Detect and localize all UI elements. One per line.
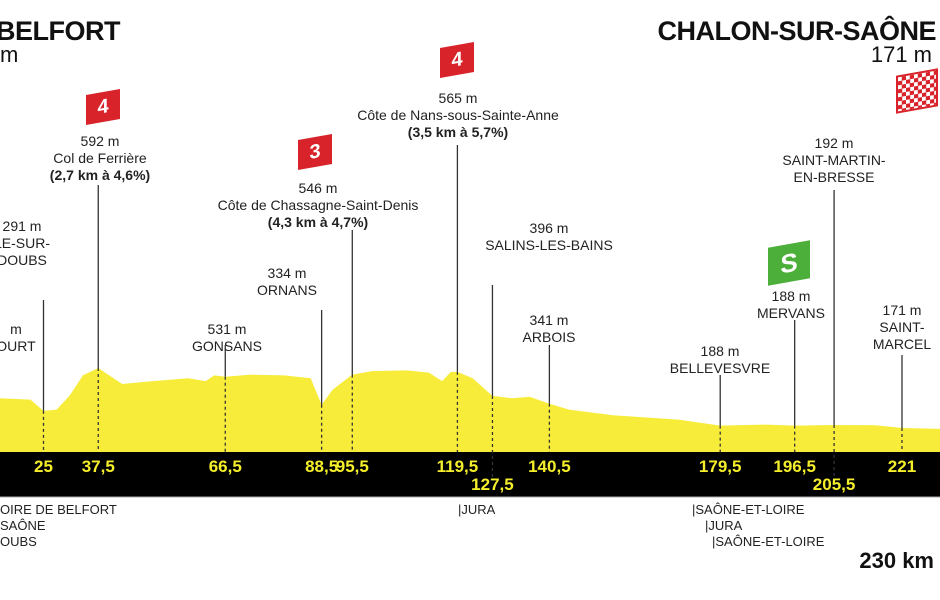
- km-marker: 88,5: [305, 457, 339, 476]
- elevation-area: [0, 368, 940, 452]
- km-marker: 119,5: [436, 457, 479, 476]
- department-label: SAÔNE: [0, 518, 46, 533]
- finish-alt: 171 m: [870, 42, 932, 67]
- department-label: OIRE DE BELFORT: [0, 502, 117, 517]
- department-label: |SAÔNE-ET-LOIRE: [692, 502, 805, 517]
- sprint-icon: S: [768, 240, 810, 286]
- place-label: 291 mLE-SUR-DOUBS: [0, 218, 51, 268]
- climb-category-flag: 4: [86, 89, 120, 125]
- km-marker: 25: [34, 457, 53, 476]
- km-band: [0, 452, 940, 497]
- km-marker: 95,5: [335, 457, 369, 476]
- start-alt: m: [0, 42, 19, 67]
- km-marker: 66,5: [208, 457, 242, 476]
- start-city: BELFORT: [0, 16, 121, 46]
- total-distance: 230 km: [859, 548, 934, 573]
- department-label: |SAÔNE-ET-LOIRE: [712, 534, 825, 549]
- department-label: OUBS: [0, 534, 37, 549]
- km-marker: 127,5: [471, 475, 514, 494]
- finish-flag-icon: [896, 68, 938, 114]
- department-label: |JURA: [705, 518, 743, 533]
- km-marker: 179,5: [698, 457, 742, 476]
- department-label: |JURA: [458, 502, 496, 517]
- km-marker: 140,5: [528, 457, 571, 476]
- climb-category-flag: 3: [298, 134, 332, 170]
- km-marker: 37,5: [81, 457, 115, 476]
- climb-category-flag: 4: [440, 42, 474, 78]
- finish-city: CHALON-SUR-SAÔNE: [657, 16, 937, 46]
- km-marker: 196,5: [773, 457, 816, 476]
- km-marker: 221: [887, 457, 917, 476]
- km-marker: 205,5: [812, 475, 856, 494]
